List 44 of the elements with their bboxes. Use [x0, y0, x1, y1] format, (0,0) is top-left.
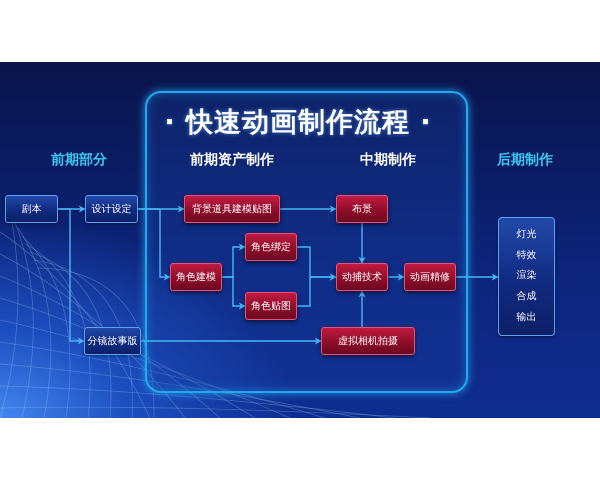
step-label: 渲染: [516, 268, 536, 282]
step-label: 动画精修: [410, 270, 450, 284]
group-frame: [145, 91, 468, 393]
step-label: 剧本: [22, 202, 42, 216]
step-label: 角色绑定: [251, 240, 291, 254]
step-label: 合成: [516, 290, 536, 304]
process-box: [5, 195, 58, 223]
step-label: 灯光: [516, 228, 536, 242]
process-box: [336, 195, 388, 223]
output-list-box: [498, 217, 555, 336]
process-box: [170, 263, 222, 291]
arrow: [58, 208, 85, 344]
arrow: [141, 338, 322, 344]
diagram-title: · 快速动画制作流程 ·: [164, 106, 432, 140]
column-heading: 中期制作: [360, 151, 416, 169]
arrow: [456, 274, 499, 280]
arrow: [280, 206, 337, 212]
process-box: [336, 263, 388, 291]
step-label: 布景: [352, 202, 372, 216]
column-heading: 后期制作: [497, 151, 553, 169]
process-box: [245, 233, 297, 261]
step-label: 分镜故事版: [88, 334, 138, 348]
step-label: 动捕技术: [342, 270, 382, 284]
step-label: 背景道具建模贴图: [192, 202, 272, 216]
arrow: [358, 290, 366, 327]
column-heading: 前期资产制作: [190, 151, 274, 169]
process-box: [85, 195, 138, 223]
step-label: 虚拟相机拍摄: [338, 334, 398, 348]
arrow: [388, 274, 405, 280]
arrow: [358, 223, 366, 264]
column-heading: 前期部分: [51, 151, 107, 169]
step-label: 角色建模: [176, 270, 216, 284]
process-box: [404, 263, 456, 291]
process-box: [321, 327, 415, 355]
step-label: 输出: [516, 310, 536, 324]
step-label: 角色贴图: [251, 300, 291, 313]
arrow: [138, 208, 171, 280]
step-label: 设计设定: [92, 202, 132, 216]
process-box: [245, 292, 297, 320]
arrow: [222, 276, 246, 310]
process-box: [84, 327, 141, 355]
step-label: 特效: [516, 248, 536, 262]
process-box: [184, 195, 280, 223]
arrow: [297, 274, 337, 307]
